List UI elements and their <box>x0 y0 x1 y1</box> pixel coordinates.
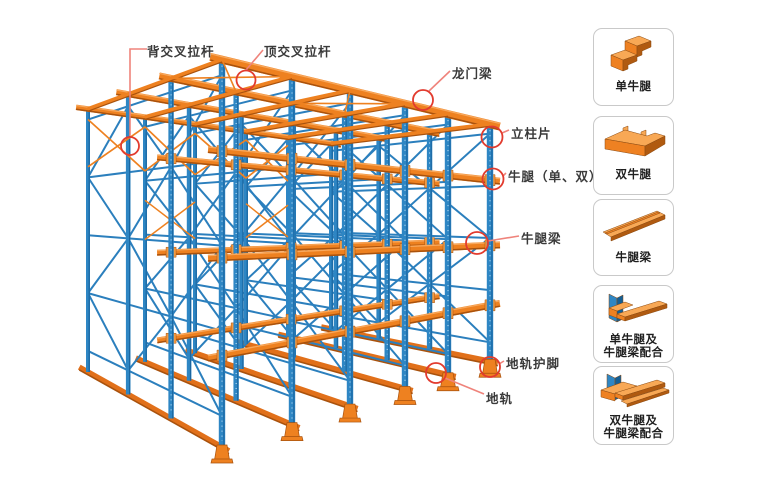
legend-label: 牛腿梁 <box>615 250 652 264</box>
legend-label: 双牛腿 <box>615 167 652 181</box>
legend-card-bracket-beam: 牛腿梁 <box>593 199 674 276</box>
callout-ground-rail: 地轨 <box>486 391 514 406</box>
single-bracket-with-beam-icon <box>608 293 668 323</box>
callout-upright-frame: 立柱片 <box>511 126 552 141</box>
legend-label-line1: 双牛腿及 <box>609 413 658 427</box>
legend-label-line2: 牛腿梁配合 <box>603 345 664 359</box>
callout-gantry-beam: 龙门梁 <box>452 66 493 81</box>
legend-card-double-bracket: 双牛腿 <box>593 116 674 195</box>
legend-card-single-bracket-with-beam: 单牛腿及 牛腿梁配合 <box>593 285 674 363</box>
callout-top-cross-brace: 顶交叉拉杆 <box>264 44 332 59</box>
legend-label-line1: 单牛腿及 <box>609 332 658 346</box>
callout-rail-guard-foot: 地轨护脚 <box>506 356 561 371</box>
legend-card-single-bracket: 单牛腿 <box>593 28 674 106</box>
bracket-beam-icon <box>602 210 666 242</box>
callout-bracket-beam: 牛腿梁 <box>521 231 562 246</box>
legend-label-line2: 牛腿梁配合 <box>603 426 664 440</box>
callout-bracket-single-double: 牛腿（单、双） <box>508 169 603 184</box>
single-bracket-icon <box>610 35 652 72</box>
double-bracket-icon <box>604 125 666 157</box>
legend-label: 单牛腿 <box>615 79 652 93</box>
callout-back-cross-brace: 背交叉拉杆 <box>147 44 215 59</box>
double-bracket-with-beam-icon <box>600 373 670 408</box>
legend-card-double-bracket-with-beam: 双牛腿及 牛腿梁配合 <box>593 366 674 445</box>
